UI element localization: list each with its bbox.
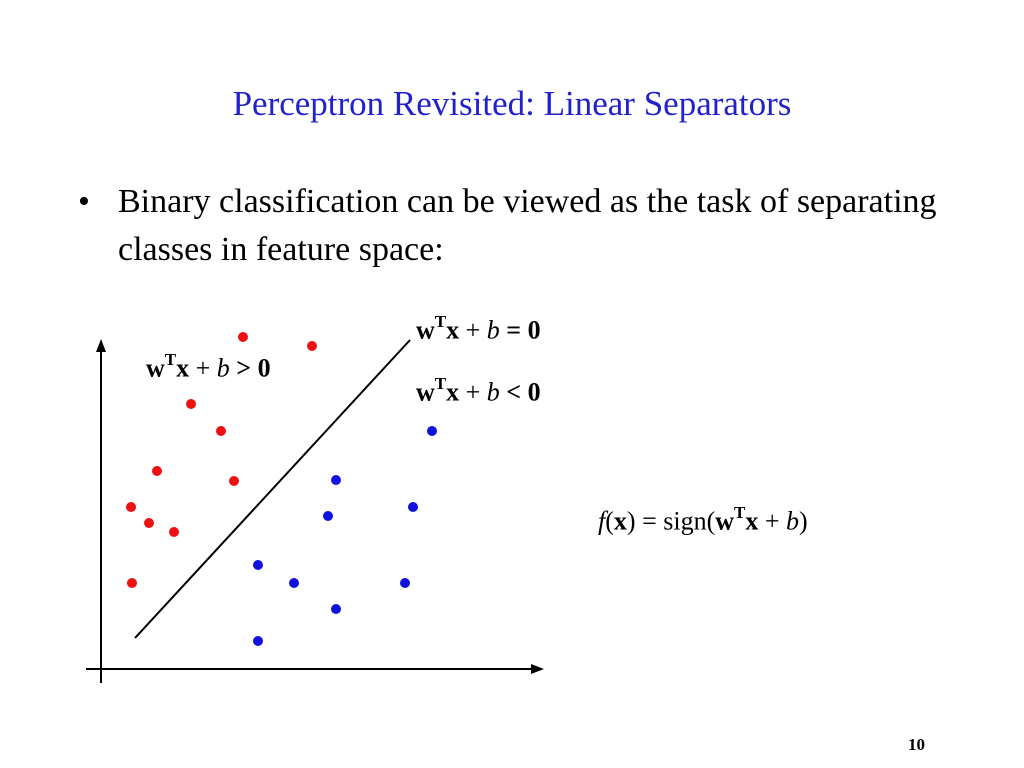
red-point bbox=[229, 476, 239, 486]
blue-point bbox=[289, 578, 299, 588]
slide-title: Perceptron Revisited: Linear Separators bbox=[232, 84, 792, 123]
label-transpose: T bbox=[434, 374, 447, 393]
function-f: f bbox=[598, 506, 606, 536]
function-transpose: T bbox=[734, 503, 746, 522]
red-point bbox=[186, 399, 196, 409]
function-close-paren: ) bbox=[799, 506, 808, 536]
red-point bbox=[238, 332, 248, 342]
blue-point bbox=[408, 502, 418, 512]
function-w: w bbox=[715, 506, 735, 536]
label-plus: + bbox=[189, 353, 217, 383]
blue-point bbox=[331, 604, 341, 614]
label-operator: > 0 bbox=[229, 353, 271, 383]
function-b: b bbox=[786, 506, 800, 536]
function-x: x bbox=[613, 506, 627, 536]
y-axis-arrowhead bbox=[96, 339, 106, 352]
blue-class-points bbox=[253, 426, 437, 646]
function-x2: x bbox=[745, 506, 759, 536]
label-negative-region: wTx + b < 0 bbox=[416, 374, 541, 408]
label-b: b bbox=[486, 315, 500, 345]
label-x: x bbox=[446, 377, 460, 407]
blue-point bbox=[253, 560, 263, 570]
page-number: 10 bbox=[908, 735, 925, 754]
label-transpose: T bbox=[164, 350, 177, 369]
label-operator: < 0 bbox=[499, 377, 541, 407]
function-equals-sign: ) = sign( bbox=[626, 506, 716, 536]
label-plus: + bbox=[459, 315, 487, 345]
label-x: x bbox=[446, 315, 460, 345]
blue-point bbox=[331, 475, 341, 485]
blue-point bbox=[400, 578, 410, 588]
red-point bbox=[307, 341, 317, 351]
label-transpose: T bbox=[434, 312, 447, 331]
blue-point bbox=[427, 426, 437, 436]
label-plus: + bbox=[459, 377, 487, 407]
decision-function: f(x) = sign(wTx + b) bbox=[598, 503, 808, 537]
label-x: x bbox=[176, 353, 190, 383]
blue-point bbox=[323, 511, 333, 521]
label-operator: = 0 bbox=[499, 315, 541, 345]
function-open-paren: ( bbox=[605, 506, 614, 536]
label-decision-boundary: wTx + b = 0 bbox=[416, 312, 541, 346]
red-point bbox=[152, 466, 162, 476]
blue-point bbox=[253, 636, 263, 646]
function-plus: + bbox=[758, 506, 787, 536]
label-w: w bbox=[146, 353, 165, 383]
bullet-text: Binary classification can be viewed as t… bbox=[118, 183, 937, 268]
red-point bbox=[126, 502, 136, 512]
label-positive-region: wTx + b > 0 bbox=[146, 350, 271, 384]
x-axis-arrowhead bbox=[531, 664, 544, 674]
red-point bbox=[216, 426, 226, 436]
label-b: b bbox=[216, 353, 230, 383]
label-b: b bbox=[486, 377, 500, 407]
label-w: w bbox=[416, 377, 435, 407]
red-point bbox=[169, 527, 179, 537]
red-point bbox=[144, 518, 154, 528]
bullet-symbol: • bbox=[78, 183, 90, 220]
red-point bbox=[127, 578, 137, 588]
label-w: w bbox=[416, 315, 435, 345]
red-class-points bbox=[126, 332, 317, 588]
separating-hyperplane bbox=[134, 339, 411, 639]
